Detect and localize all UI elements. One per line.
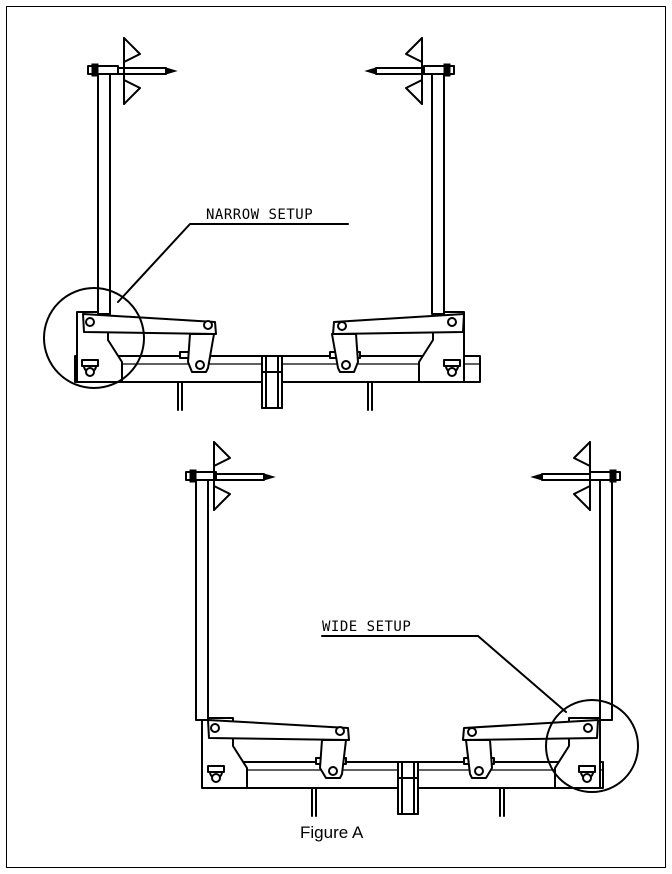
narrow-right-marker [364,37,455,105]
wide-right-marker [530,441,621,511]
narrow-left-post [97,73,111,315]
narrow-left-marker [87,37,178,105]
narrow-setup-label: NARROW SETUP [206,207,313,223]
narrow-right-arm [332,313,465,335]
narrow-left-arm [82,313,217,335]
wide-right-post [599,479,613,721]
narrow-setup-assembly [43,37,481,411]
narrow-right-post [431,73,445,315]
wide-right-arm [462,719,599,741]
wide-left-post [195,479,209,721]
narrow-callout-leader [117,223,349,303]
wide-left-arm [207,719,350,741]
figure-caption: Figure A [300,823,364,842]
wide-setup-assembly [185,441,639,817]
wide-callout-leader [321,635,567,713]
wide-left-marker [185,441,276,511]
wide-setup-label: WIDE SETUP [322,619,411,635]
wide-detail-circle [545,699,639,793]
narrow-detail-circle [43,287,145,389]
narrow-center-hitch [261,355,283,409]
wide-center-hitch [397,761,419,815]
